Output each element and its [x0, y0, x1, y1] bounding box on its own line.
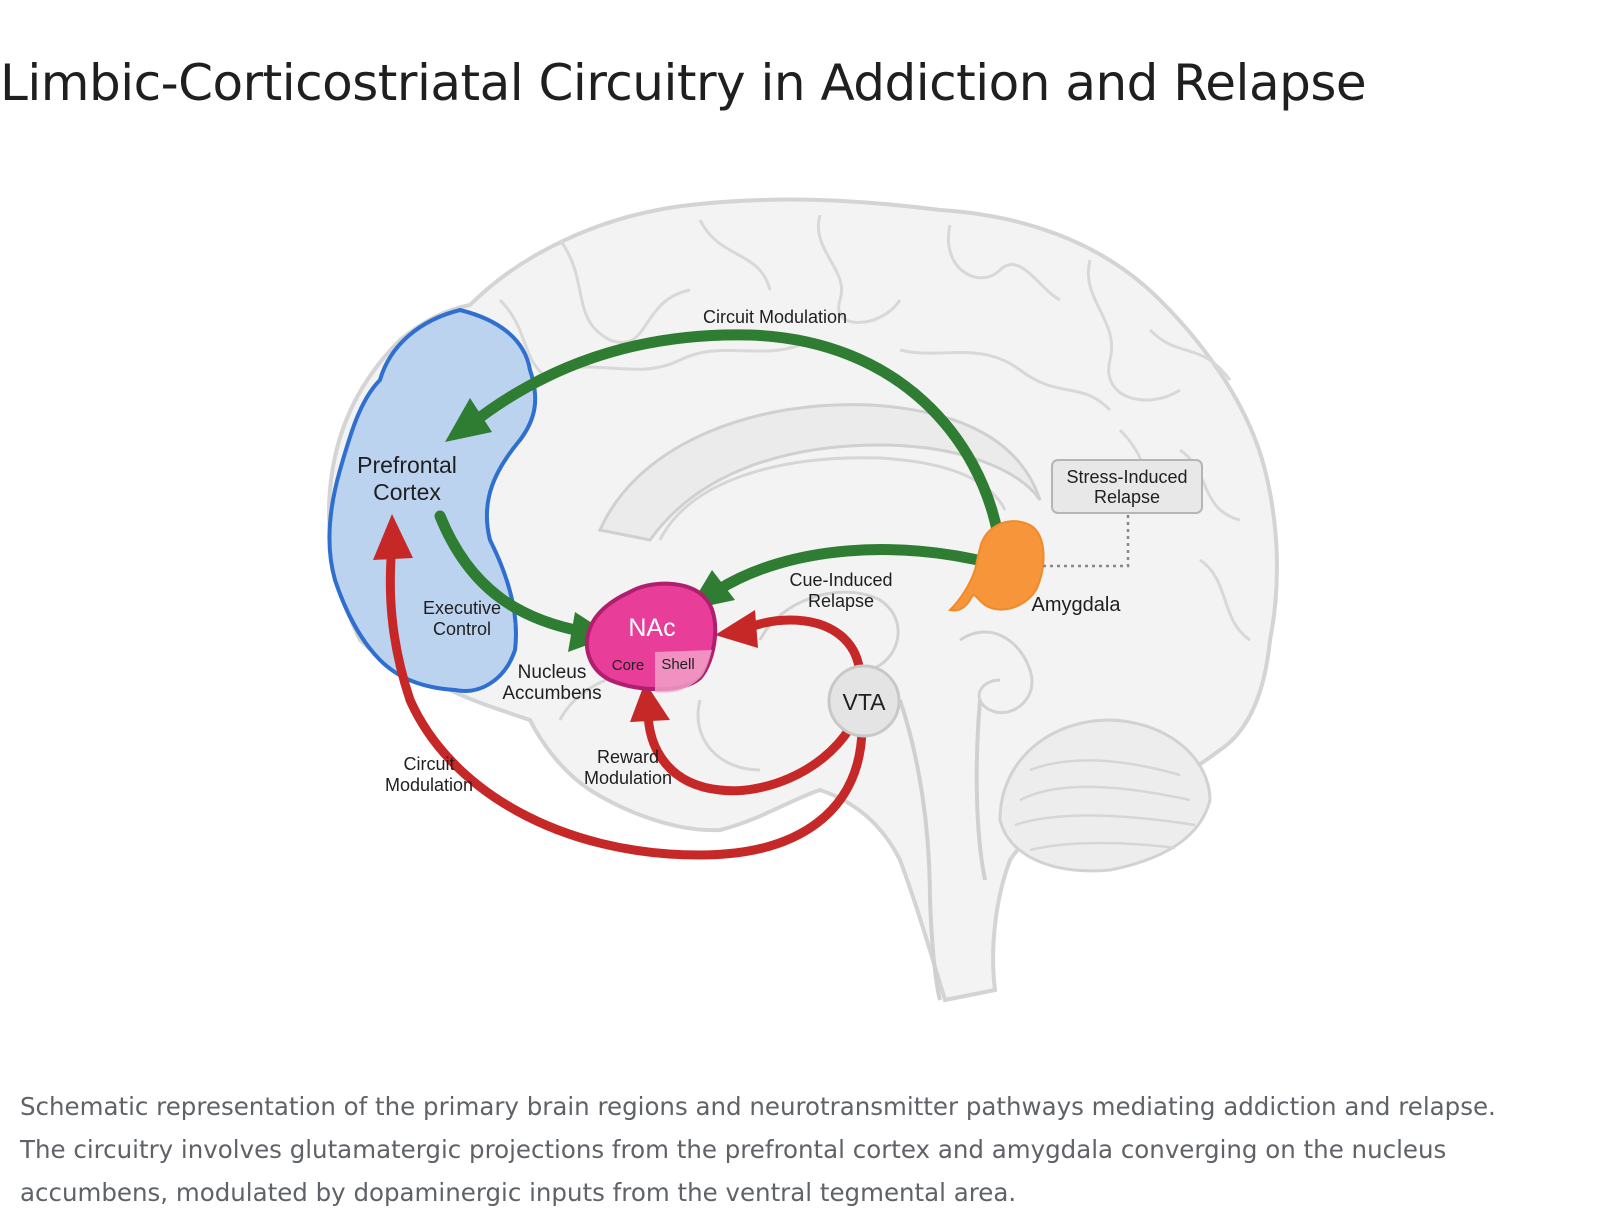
vta-label: VTA: [842, 689, 886, 715]
pathway-amygdala-to-nac: [712, 544, 996, 596]
caption-line-3: accumbens, modulated by dopaminergic inp…: [20, 1178, 1017, 1207]
nac-label: NAc: [628, 614, 675, 642]
caption-line-2: The circuitry involves glutamatergic pro…: [20, 1135, 1447, 1164]
arrowhead-pfc: [445, 398, 492, 442]
page-title: Limbic-Corticostriatal Circuitry in Addi…: [0, 54, 1367, 112]
nac-shell-label: Shell: [661, 656, 694, 673]
brain-outline: [327, 197, 1279, 1003]
cue-induced-label-line2: Relapse: [808, 591, 874, 611]
circuit-modulation-left-line2: Modulation: [385, 775, 473, 795]
pathway-amygdala-to-pfc: [464, 329, 1004, 541]
reward-modulation-line2: Modulation: [584, 768, 672, 788]
thalamus: [758, 590, 900, 672]
stress-box: [1051, 459, 1203, 514]
vta-region: [827, 664, 901, 738]
prefrontal-cortex-region: [327, 307, 538, 693]
pathway-vta-to-nac-reward: [643, 705, 855, 796]
hippocampus: [959, 630, 1034, 715]
stress-box-line2: Relapse: [1094, 487, 1160, 507]
cue-induced-label-line1: Cue-Induced: [789, 570, 892, 590]
brainstem: [898, 699, 987, 1001]
nac-core-label: Core: [612, 657, 645, 674]
pathway-vta-to-pfc: [385, 540, 867, 860]
amygdala-label: Amygdala: [1032, 594, 1122, 616]
nac-desc-line2: Accumbens: [502, 683, 601, 704]
caption-line-1: Schematic representation of the primary …: [20, 1092, 1496, 1121]
nucleus-accumbens: NAc Core Shell: [584, 581, 718, 693]
arrowhead-pfc-from-vta: [373, 514, 413, 560]
nac-shell-region: [655, 650, 712, 693]
cerebellum: [998, 718, 1212, 873]
corpus-callosum: [597, 403, 1042, 542]
pfc-sublabel-line1: Executive: [423, 598, 501, 618]
reward-modulation-line1: Reward: [597, 747, 659, 767]
nac-desc-line1: Nucleus: [518, 662, 587, 683]
circuit-modulation-top-label: Circuit Modulation: [703, 307, 847, 327]
arrowhead-nac-reward: [630, 682, 670, 722]
pathway-pfc-to-nac: [434, 510, 591, 638]
stress-connector: [1043, 513, 1130, 568]
figure-caption: Schematic representation of the primary …: [20, 1085, 1590, 1214]
arrowhead-nac-upper: [715, 610, 758, 648]
pathway-vta-to-nac-upper: [737, 615, 865, 680]
amygdala-region: [948, 520, 1045, 612]
circuit-modulation-left-line1: Circuit: [403, 754, 454, 774]
stress-box-line1: Stress-Induced: [1066, 467, 1187, 487]
pfc-sublabel-line2: Control: [433, 619, 491, 639]
pfc-label-line2: Cortex: [373, 479, 441, 505]
pfc-label-line1: Prefrontal: [357, 452, 457, 478]
